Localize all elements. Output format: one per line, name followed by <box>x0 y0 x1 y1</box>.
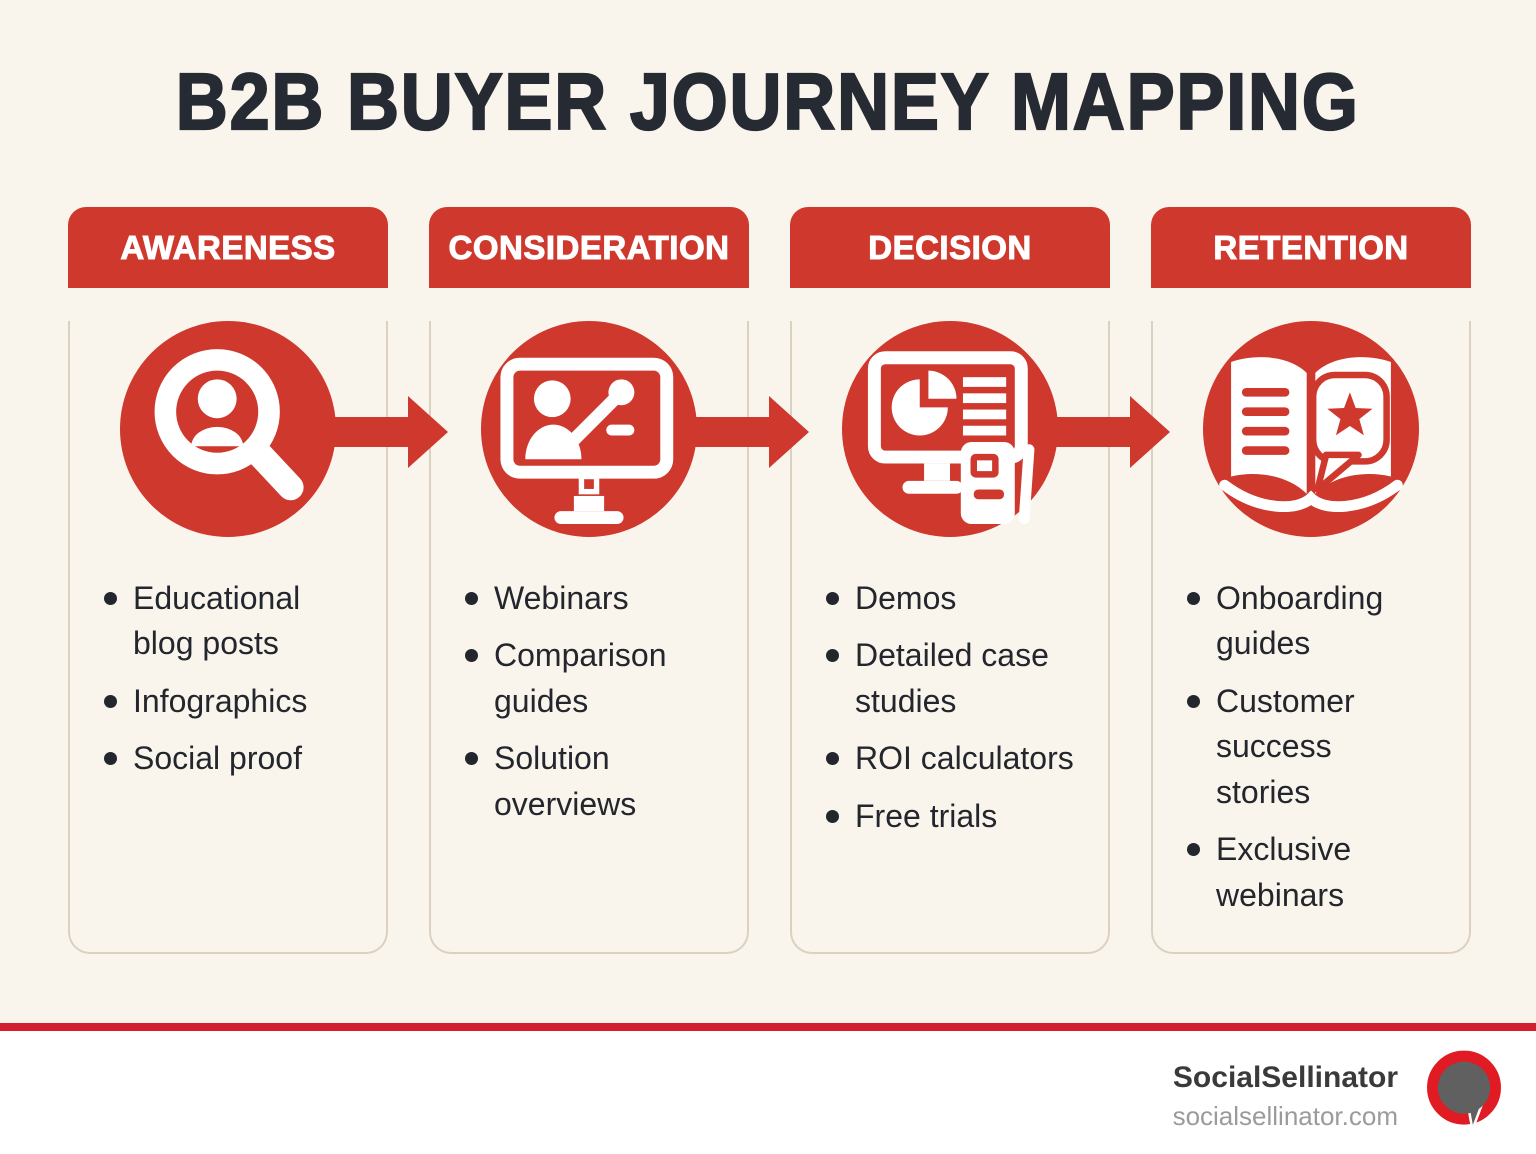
brand-logo-icon <box>1427 1050 1501 1135</box>
stage-tactics-list: Educational blog posts Infographics Soci… <box>103 576 341 782</box>
list-item: Onboarding guides <box>1186 576 1397 667</box>
stage-header-decision: DECISION <box>790 207 1110 288</box>
guidebook-star-icon <box>1219 357 1403 512</box>
list-item: Social proof <box>103 736 341 781</box>
stage-tactics-list: Demos Detailed case studies ROI calculat… <box>825 576 1098 839</box>
stage-card-decision: DECISION <box>790 207 1110 954</box>
stage-tactics-list: Onboarding guides Customer success stori… <box>1186 576 1397 918</box>
stage-card-awareness: AWARENESS Educational blog posts Infogra… <box>68 207 388 954</box>
brand-website: socialsellinator.com <box>1172 1101 1398 1131</box>
stage-body-retention: Onboarding guides Customer success stori… <box>1151 321 1471 954</box>
list-item: Detailed case studies <box>825 633 1098 724</box>
stage-body-consideration: Webinars Comparison guides Solution over… <box>429 321 749 954</box>
stage-icon-circle <box>1203 321 1419 537</box>
stage-icon-circle <box>120 321 336 537</box>
brand-block: SocialSellinator socialsellinator.com <box>1173 1061 1398 1131</box>
list-item: Infographics <box>103 679 341 724</box>
stage-header-consideration: CONSIDERATION <box>429 207 749 288</box>
page-title: B2B BUYER JOURNEY MAPPING <box>175 57 1360 146</box>
list-item: ROI calculators <box>825 736 1098 781</box>
list-item: Webinars <box>464 576 702 621</box>
list-item: Educational blog posts <box>103 576 341 667</box>
list-item: Customer success stories <box>1186 679 1397 815</box>
stage-icon-circle <box>481 321 697 537</box>
list-item: Solution overviews <box>464 736 702 827</box>
stage-tactics-list: Webinars Comparison guides Solution over… <box>464 576 702 827</box>
analytics-report-icon <box>867 351 1035 525</box>
stage-header-retention: RETENTION <box>1151 207 1471 288</box>
user-search-icon <box>154 349 304 501</box>
list-item: Free trials <box>825 794 1098 839</box>
stage-card-consideration: CONSIDERATION Webinars Comparison guides <box>429 207 749 954</box>
stage-header-awareness: AWARENESS <box>68 207 388 288</box>
stage-card-retention: RETENTION Onboarding guides Cu <box>1151 207 1471 954</box>
footer-divider <box>0 1023 1536 1031</box>
list-item: Comparison guides <box>464 633 702 724</box>
webinar-presentation-icon <box>500 357 674 525</box>
page-title-wrap: B2B BUYER JOURNEY MAPPING <box>0 57 1536 146</box>
journey-arrow-icon <box>691 396 809 468</box>
journey-arrow-icon <box>330 396 448 468</box>
stage-icon-circle <box>842 321 1058 537</box>
brand-name: SocialSellinator <box>1172 1061 1398 1094</box>
list-item: Demos <box>825 576 1098 621</box>
journey-arrow-icon <box>1052 396 1170 468</box>
list-item: Exclusive webinars <box>1186 827 1397 918</box>
footer-bar: SocialSellinator socialsellinator.com <box>0 1031 1536 1154</box>
